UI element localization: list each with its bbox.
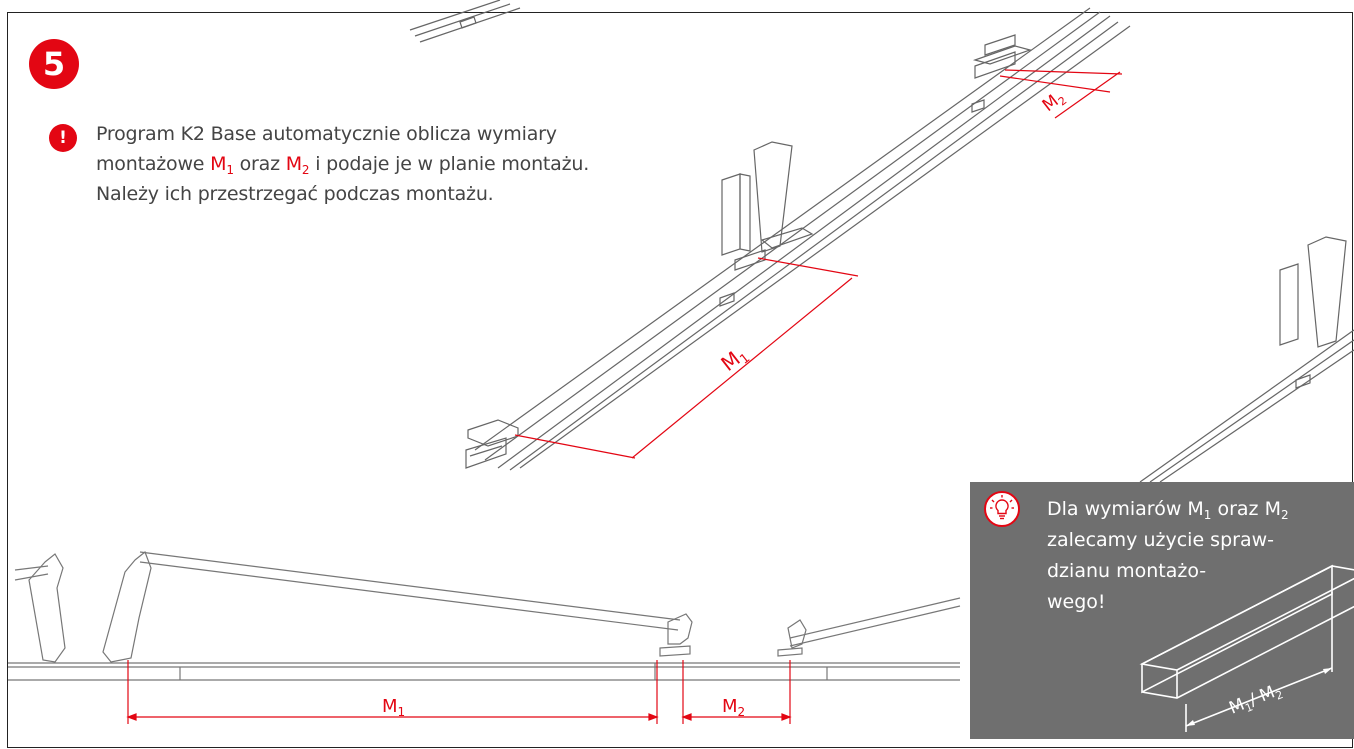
m1-label: M1 bbox=[210, 153, 234, 177]
dimension-lines-side bbox=[126, 660, 792, 724]
gauge-label: M1/ M2 bbox=[1226, 680, 1285, 721]
note-line-3: Należy ich przestrzegać podczas montażu. bbox=[96, 183, 494, 205]
tip-line-2: zalecamy użycie spraw- bbox=[1047, 529, 1274, 551]
tip-line-3: dzianu montażo- bbox=[1047, 560, 1207, 582]
m2-label: M2 bbox=[285, 153, 310, 177]
dim-label-m2-perspective: M2 bbox=[1039, 87, 1070, 118]
rail-main bbox=[474, 7, 1131, 471]
tip-line-4: wego! bbox=[1047, 591, 1106, 613]
dim-label-m1-perspective: M1 bbox=[716, 341, 753, 378]
page-frame bbox=[7, 12, 1353, 748]
end-clamp-bottom bbox=[465, 419, 519, 469]
warning-icon: ! bbox=[49, 124, 77, 152]
dim-label-m2-side: M2 bbox=[722, 696, 745, 719]
dimension-lines-perspective bbox=[514, 69, 1123, 459]
end-clamp-top bbox=[971, 34, 1033, 113]
note-line-2: montażowe M1 oraz M2 i podaje je w plani… bbox=[96, 153, 590, 177]
module-clamp-middle bbox=[719, 141, 814, 307]
rail-right bbox=[1139, 236, 1354, 483]
lightbulb-icon bbox=[984, 491, 1020, 527]
dim-label-m1-side: M1 bbox=[382, 696, 405, 719]
tip-line-1: Dla wymiarów M1 oraz M2 bbox=[1047, 498, 1289, 522]
side-view bbox=[8, 551, 961, 681]
note-text: Program K2 Base automatycznie oblicza wy… bbox=[96, 119, 736, 209]
rail-fragment-top bbox=[409, 0, 521, 43]
mounting-gauge-illustration: M1/ M2 bbox=[1139, 564, 1354, 732]
step-number-badge: 5 bbox=[29, 39, 79, 89]
note-line-1: Program K2 Base automatycznie oblicza wy… bbox=[96, 123, 557, 145]
tip-text: Dla wymiarów M1 oraz M2 zalecamy użycie … bbox=[1047, 494, 1347, 618]
